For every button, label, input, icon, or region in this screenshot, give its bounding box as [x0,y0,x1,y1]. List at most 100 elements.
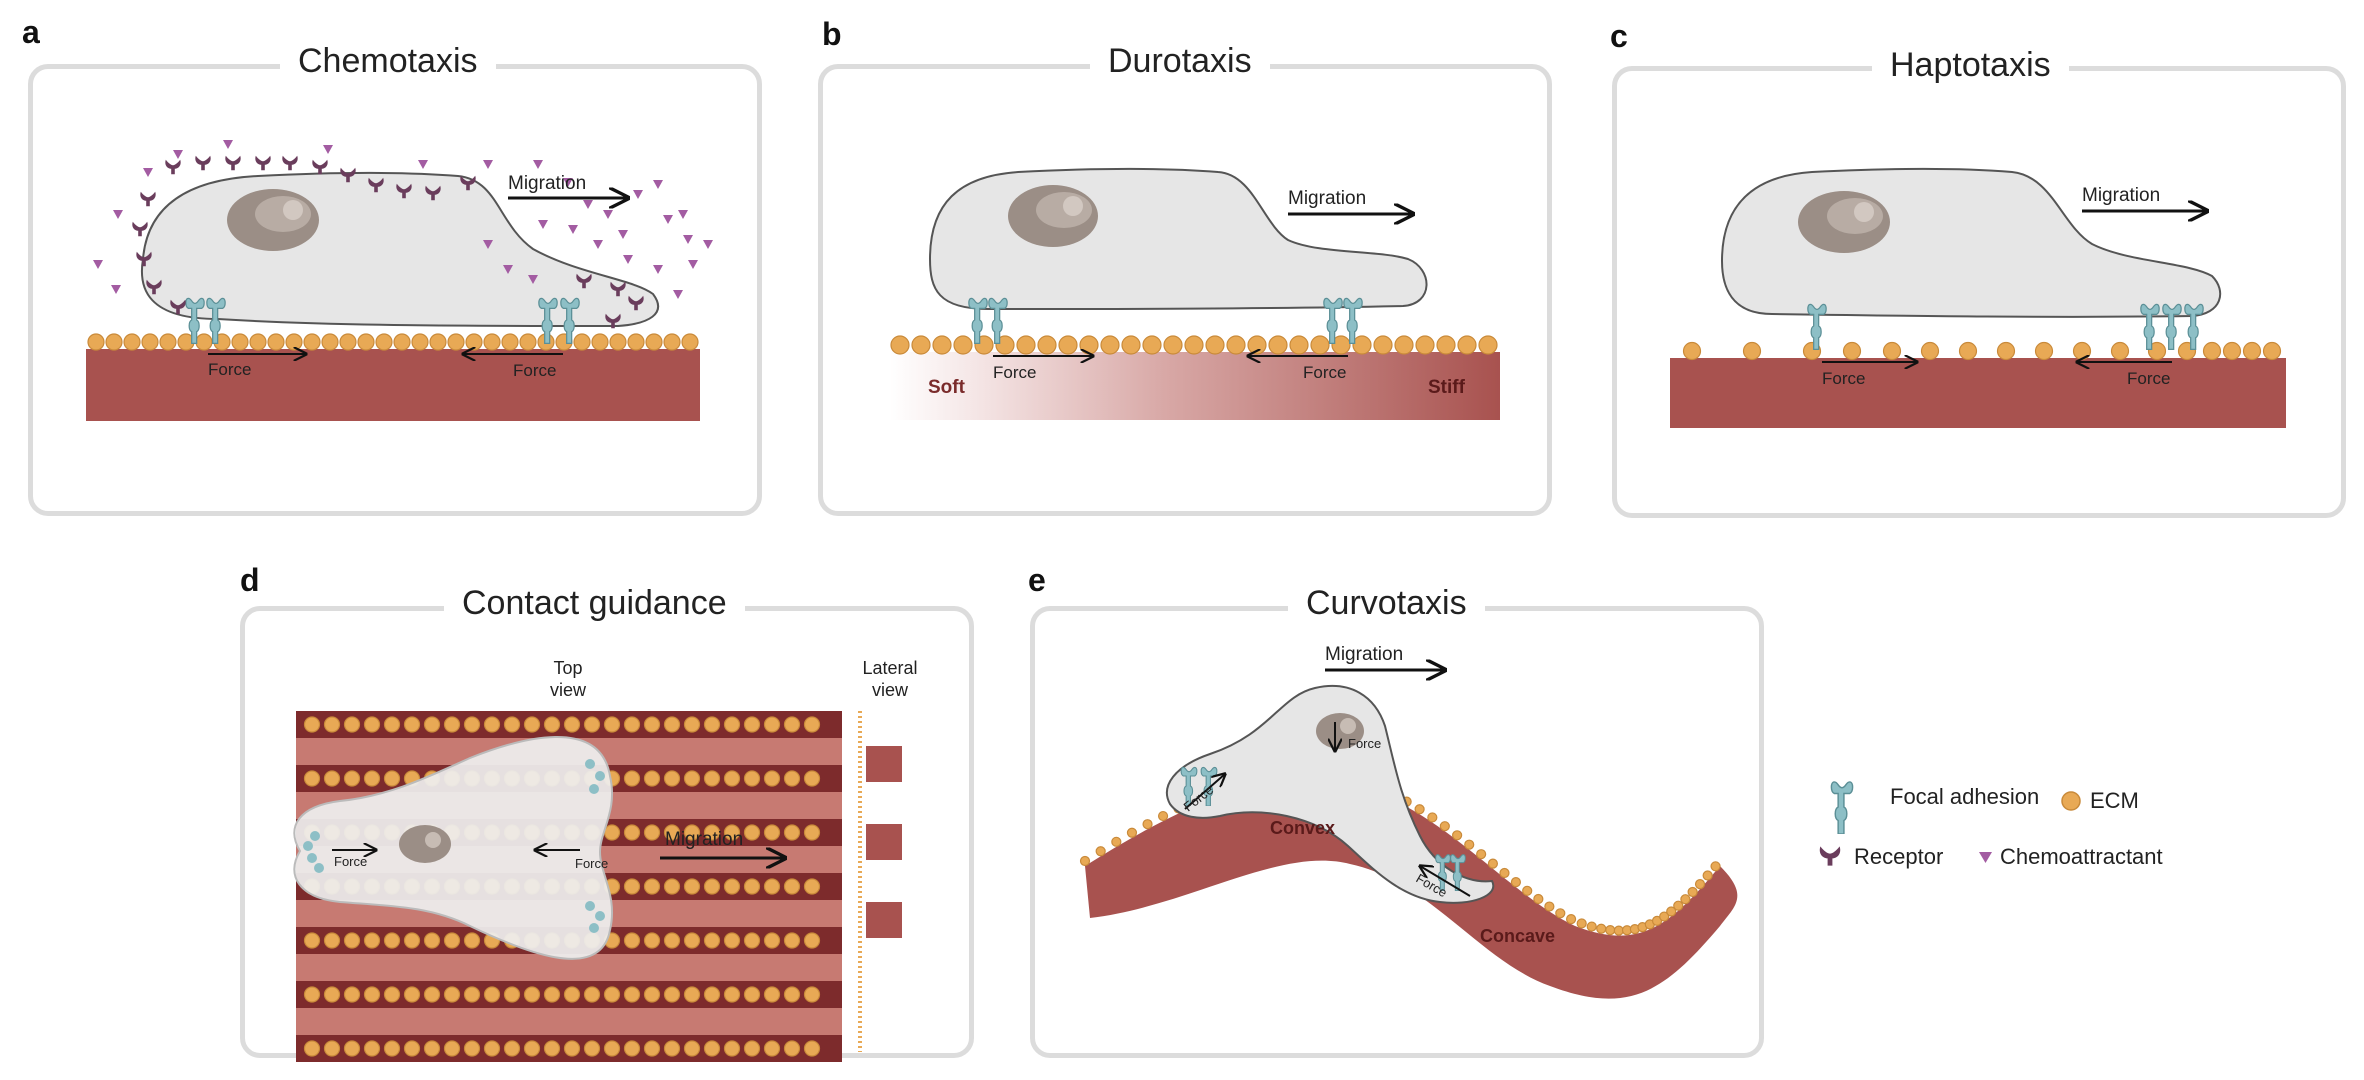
ecm-dot [383,716,401,733]
ecm-dot [249,333,267,351]
convex-label: Convex [1270,818,1335,838]
ecm-dot [623,878,641,895]
ecm-dot [483,986,501,1003]
ecm-dot [423,716,441,733]
ecm-dot [2110,341,2130,361]
ecm-dot [1544,901,1555,912]
force-arrow-right [1420,866,1471,897]
ecm-dot [423,932,441,949]
ecm-dot [683,932,701,949]
panel-a-letter: a [22,14,40,50]
ecm-dot [723,1040,741,1057]
ecm-dot [403,986,421,1003]
ecm-dots [1682,341,2282,361]
chemoattractant-particle [323,145,333,154]
chemoattractant-particle [653,265,663,274]
chemoattractant-particle [111,285,121,294]
ecm-dot [195,333,213,351]
ecm-dot [1079,335,1099,355]
panel-d-letter: d [240,562,260,598]
panel-b-diagram: Soft Stiff Migration Force Force [890,168,1500,420]
panel-a-title: Chemotaxis [280,42,496,81]
panel-a-diagram: Migration Force Force [86,140,713,421]
chemoattractant-particle [223,140,233,149]
ecm-dot [1694,879,1706,890]
ecm-dot [343,986,361,1003]
ecm-dot [323,1040,341,1057]
ecm-dot [1205,335,1225,355]
ecm-dot [503,716,521,733]
ecm-dot [683,878,701,895]
ecm-dot [1596,923,1607,934]
concave-label: Concave [1480,926,1555,946]
ecm-dot [663,824,681,841]
lateral-block [866,902,902,938]
ecm-dot [743,716,761,733]
ecm-dot [663,986,681,1003]
ecm-dot [1095,846,1106,857]
ecm-dot [803,716,821,733]
chemoattractant-particle [563,178,573,187]
ecm-dot [645,333,663,351]
ecm-dot [803,770,821,787]
legend-chemoattractant-icon [1979,852,1992,863]
ecm-dot [403,716,421,733]
ecm-dot [2072,341,2092,361]
nucleus [1798,191,1890,253]
ecm-dot [323,986,341,1003]
migration-label: Migration [2082,185,2160,206]
panel-c-diagram: Migration Force Force [1670,168,2286,428]
ecm-dot [1920,341,1940,361]
ecm-dot [423,986,441,1003]
ecm-dot [803,932,821,949]
ecm-dot [783,986,801,1003]
ecm-dot [1687,886,1698,898]
ecm-dot [463,986,481,1003]
ecm-dot [663,878,681,895]
ecm-dot [1499,867,1510,879]
ecm-dot [703,824,721,841]
force-arrow-left [1184,774,1225,810]
ecm-dot [583,1040,601,1057]
receptor [140,191,156,207]
ecm-dot [1452,830,1463,841]
ecm-dot [723,932,741,949]
focal-adhesions [303,759,605,933]
ecm-dot [703,986,721,1003]
ecm-dot [703,932,721,949]
ecm-dot [603,986,621,1003]
receptor [195,155,211,171]
chemoattractant-particle [663,215,673,224]
chemoattractant-particles [93,140,713,299]
ecm-dot [703,1040,721,1057]
lateral-view-blocks [858,711,902,1052]
top-view-label-line2: view [550,680,587,700]
ecm-dot [303,932,321,949]
ecm-dot [723,770,741,787]
ecm-dot [1605,925,1616,936]
panel-d-diagram: Top view Lateral view Force Force Migrat… [293,658,918,1062]
ecm-dot [763,770,781,787]
ecm-dot [683,824,701,841]
chemoattractant-particle [678,210,688,219]
ecm-dot [803,986,821,1003]
ecm-dot [663,932,681,949]
focal-adhesions-right [2140,303,2204,351]
ecm-dot [683,770,701,787]
legend-receptor-label: Receptor [1854,844,1944,869]
panel-e-diagram: Force Force Force Migration Convex Conca… [1079,644,1738,999]
receptor [282,155,298,171]
ecm-dot [2202,341,2222,361]
ecm-dot [503,1040,521,1057]
ecm-dot [1352,335,1372,355]
ecm-dot [303,1040,321,1057]
ecm-dot [285,333,303,351]
force-label-right: Force [575,856,608,871]
ecm-dot [1436,335,1456,355]
ecm-dot [683,1040,701,1057]
ecm-dot [1666,906,1677,917]
ecm-dot [1533,893,1544,905]
matrix-slab [1670,358,2286,428]
ecm-dot [563,1040,581,1057]
ecm-dot [743,1040,761,1057]
